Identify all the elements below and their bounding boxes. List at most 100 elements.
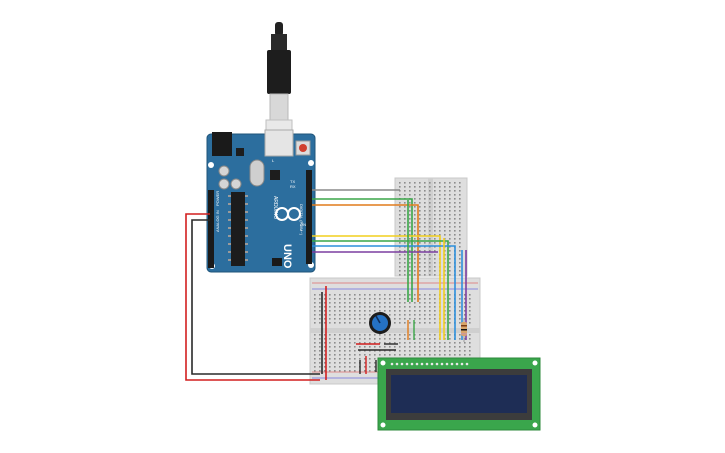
breadboard-hole (454, 238, 456, 240)
breadboard-hole (339, 334, 341, 336)
breadboard-hole (314, 350, 316, 352)
potentiometer[interactable] (369, 312, 391, 334)
breadboard-hole (359, 358, 361, 360)
breadboard-hole (399, 342, 401, 344)
breadboard-hole (404, 230, 406, 232)
breadboard-hole (424, 186, 426, 188)
breadboard-hole (459, 198, 461, 200)
breadboard-hole (364, 338, 366, 340)
lcd-pin (435, 362, 439, 366)
breadboard-hole (404, 214, 406, 216)
wire-orange (312, 204, 419, 302)
breadboard-hole (324, 306, 326, 308)
breadboard-hole (389, 334, 391, 336)
breadboard-hole (384, 302, 386, 304)
breadboard-hole (404, 266, 406, 268)
breadboard-hole (449, 266, 451, 268)
upper-breadboard[interactable] (394, 177, 468, 277)
breadboard-hole (459, 310, 461, 312)
breadboard-hole (369, 342, 371, 344)
breadboard-hole (334, 358, 336, 360)
breadboard-hole (434, 338, 436, 340)
breadboard-hole (399, 258, 401, 260)
breadboard-hole (339, 362, 341, 364)
breadboard-hole (399, 230, 401, 232)
breadboard-hole (424, 194, 426, 196)
breadboard-hole (444, 346, 446, 348)
breadboard-hole (324, 342, 326, 344)
breadboard-hole (404, 322, 406, 324)
breadboard-hole (319, 298, 321, 300)
breadboard-hole (394, 338, 396, 340)
breadboard-hole (449, 310, 451, 312)
power-wires[interactable] (185, 213, 327, 381)
breadboard-hole (414, 226, 416, 228)
lcd-pin (465, 362, 469, 366)
breadboard-hole (419, 334, 421, 336)
lcd-16x2-display[interactable] (377, 357, 541, 431)
breadboard-hole (364, 342, 366, 344)
breadboard-hole (419, 262, 421, 264)
digital-header (306, 170, 312, 264)
breadboard-hole (434, 186, 436, 188)
breadboard-hole (394, 322, 396, 324)
breadboard-hole (419, 258, 421, 260)
wire-blue (312, 245, 456, 340)
breadboard-hole (374, 370, 376, 372)
breadboard-hole (349, 342, 351, 344)
breadboard-hole (404, 314, 406, 316)
breadboard-hole (354, 302, 356, 304)
power-jack (212, 132, 232, 156)
breadboard-hole (394, 342, 396, 344)
breadboard-hole (434, 242, 436, 244)
breadboard-hole (439, 182, 441, 184)
breadboard-hole (334, 338, 336, 340)
breadboard-hole (424, 238, 426, 240)
breadboard-hole (414, 350, 416, 352)
signal-wires[interactable] (312, 189, 456, 340)
resistor[interactable] (461, 318, 467, 342)
breadboard-hole (374, 338, 376, 340)
breadboard-hole (454, 182, 456, 184)
breadboard-hole (429, 186, 431, 188)
breadboard-hole (424, 294, 426, 296)
breadboard-hole (339, 314, 341, 316)
breadboard-hole (409, 258, 411, 260)
breadboard-hole (344, 338, 346, 340)
breadboard-hole (424, 306, 426, 308)
breadboard-hole (419, 206, 421, 208)
breadboard-hole (429, 198, 431, 200)
breadboard-hole (369, 306, 371, 308)
arduino-logo-icon (275, 207, 301, 221)
breadboard-hole (424, 266, 426, 268)
breadboard-hole (414, 338, 416, 340)
analog-pin-label: ANALOG IN (215, 210, 220, 232)
breadboard-hole (409, 210, 411, 212)
breadboard-hole (469, 334, 471, 336)
breadboard-hole (454, 202, 456, 204)
breadboard-hole (449, 302, 451, 304)
breadboard-hole (424, 210, 426, 212)
breadboard-hole (319, 302, 321, 304)
breadboard-hole (414, 238, 416, 240)
breadboard-hole (324, 358, 326, 360)
lower-jumpers[interactable] (356, 320, 415, 374)
breadboard-hole (414, 342, 416, 344)
breadboard-hole (464, 342, 466, 344)
breadboard-hole (459, 266, 461, 268)
reset-button[interactable] (299, 144, 307, 152)
breadboard-hole (409, 294, 411, 296)
breadboard-hole (444, 206, 446, 208)
breadboard-hole (464, 318, 466, 320)
breadboard-hole (444, 354, 446, 356)
breadboard-hole (409, 214, 411, 216)
breadboard-hole (419, 306, 421, 308)
breadboard-hole (429, 354, 431, 356)
breadboard-hole (409, 298, 411, 300)
usb-port (264, 129, 294, 157)
breadboard-hole (354, 310, 356, 312)
breadboard-hole (349, 362, 351, 364)
breadboard-hole (359, 314, 361, 316)
breadboard-hole (439, 354, 441, 356)
arduino-uno-board[interactable]: UNO ARDUINO DIGITAL (PWM~) ANALOG IN POW… (206, 129, 316, 273)
